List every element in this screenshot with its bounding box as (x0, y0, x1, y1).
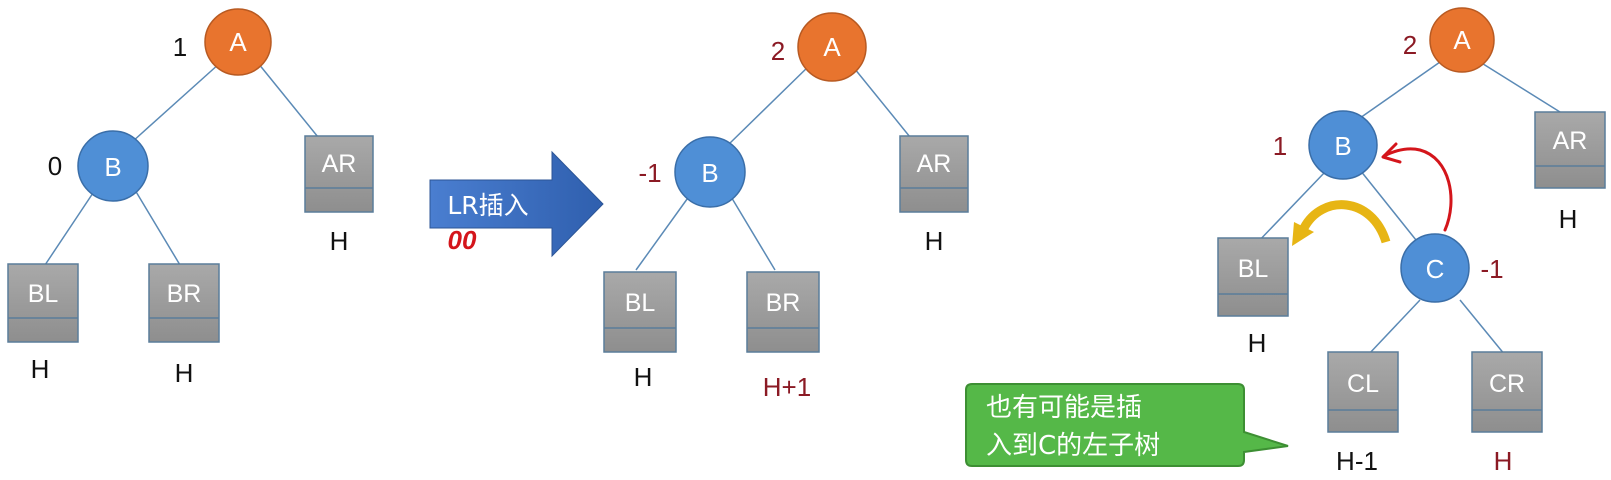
edge-a-ar (1479, 61, 1561, 113)
node-a-label: A (823, 32, 841, 62)
height-bl: H (31, 354, 50, 384)
balance-factor-b: 0 (48, 151, 62, 181)
subtree-cr (1471, 351, 1543, 433)
node-a (1429, 7, 1495, 73)
right-arrow-shape (429, 150, 604, 258)
edge-c-cr (1459, 299, 1506, 356)
subtree-bl (1217, 237, 1289, 317)
height-ar: H (1559, 204, 1578, 234)
subtree-bl-label: BL (1238, 255, 1269, 283)
height-cr: H (1494, 446, 1513, 476)
edge-c-cl (1367, 299, 1421, 356)
edge-b-bl (635, 194, 691, 271)
rotate-arrow-head-icon (1292, 222, 1314, 246)
balance-factor-a: 2 (1403, 30, 1417, 60)
edge-a-ar (849, 62, 911, 138)
height-br: H+1 (763, 372, 811, 402)
subtree-ar (304, 135, 374, 213)
edge-a-ar (257, 62, 319, 138)
edge-a-b (131, 62, 221, 143)
node-b-label: B (1334, 131, 1351, 161)
balance-factor-b: 1 (1273, 131, 1287, 161)
subtree-bl (603, 271, 677, 353)
callout-line-2: 入到C的左子树 (986, 431, 1160, 461)
balance-factor-c: -1 (1480, 254, 1503, 284)
edge-b-bl (1254, 171, 1326, 246)
node-a (797, 12, 867, 82)
callout-shape (965, 383, 1289, 467)
balance-factor-b: -1 (638, 158, 661, 188)
balance-factor-a: 1 (173, 32, 187, 62)
node-b (77, 130, 149, 202)
node-a-label: A (229, 27, 247, 57)
node-c (1400, 233, 1470, 303)
subtree-br (746, 271, 820, 353)
balance-factor-a: 2 (771, 36, 785, 66)
subtree-ar (1534, 111, 1606, 189)
subtree-br-label: BR (167, 280, 202, 308)
transition-arrow: LR插入 00 (429, 150, 604, 258)
node-b (1308, 110, 1378, 180)
subtree-cl-label: CL (1347, 370, 1379, 398)
subtree-ar-label: AR (1553, 127, 1588, 155)
subtree-cl (1327, 351, 1399, 433)
height-br: H (175, 358, 194, 388)
height-bl: H (634, 362, 653, 392)
edge-a-b (1359, 61, 1441, 119)
node-b-label: B (104, 152, 121, 182)
node-a-label: A (1453, 25, 1471, 55)
callout-bubble: 也有可能是插 入到C的左子树 (965, 383, 1289, 467)
edge-b-bl (44, 189, 96, 266)
subtree-bl-label: BL (28, 280, 59, 308)
arrow-label: LR插入 (447, 191, 528, 220)
edge-b-c (1359, 169, 1421, 246)
panel-3-expanded: A 2 B 1 C -1 AR H BL H CL H-1 CR H (1217, 7, 1606, 476)
node-b (674, 136, 746, 208)
subtree-ar-label: AR (917, 150, 952, 178)
node-b-label: B (701, 158, 718, 188)
handdrawn-red-arrow-icon (1382, 147, 1453, 232)
subtree-br (148, 263, 220, 343)
callout-line-1: 也有可能是插 (986, 393, 1142, 423)
node-c-label: C (1426, 254, 1445, 284)
height-ar: H (330, 226, 349, 256)
subtree-bl-label: BL (625, 289, 656, 317)
subtree-bl (7, 263, 79, 343)
panel-1-before-insert: A 1 B 0 AR H BL H BR H (7, 8, 374, 388)
height-bl: H (1248, 328, 1267, 358)
subtree-ar-label: AR (322, 150, 357, 178)
node-a (204, 8, 272, 76)
height-cl: H-1 (1336, 446, 1378, 476)
handwritten-note: 00 (448, 225, 477, 255)
handdrawn-arrow-head-icon (1381, 142, 1402, 164)
edge-b-br (729, 194, 776, 271)
subtree-ar (899, 135, 969, 213)
edge-b-br (134, 189, 181, 266)
height-ar: H (925, 226, 944, 256)
subtree-cr-label: CR (1489, 370, 1525, 398)
subtree-br-label: BR (766, 289, 801, 317)
rotate-left-arrow-icon (1300, 200, 1391, 244)
panel-2-after-insert: A 2 B -1 AR H BL H BR H+1 (603, 12, 969, 402)
edge-a-b (727, 62, 813, 146)
